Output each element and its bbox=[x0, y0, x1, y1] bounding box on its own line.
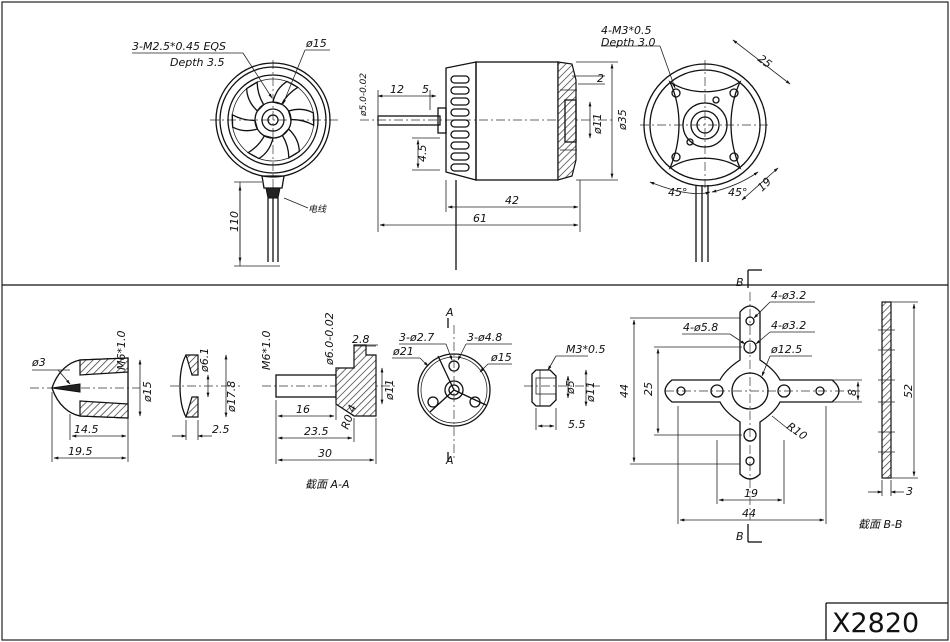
mount-44-vertical: 44 bbox=[618, 384, 631, 398]
mount-h-4-3-2b: 4-ø3.2 bbox=[771, 319, 806, 332]
rear-angle-45a: 45° bbox=[668, 186, 688, 199]
wire-label: 电线 bbox=[308, 204, 327, 215]
dim-2: 2 bbox=[597, 72, 604, 85]
spinner-d3: ø3 bbox=[31, 356, 46, 369]
mount-h-4-5-8: 4-ø5.8 bbox=[683, 321, 718, 334]
stator-slot bbox=[450, 141, 470, 150]
dim-d11: ø11 bbox=[591, 113, 604, 135]
front-depth-note: Depth 3.5 bbox=[170, 56, 225, 69]
front-spoke bbox=[246, 135, 274, 160]
mount-19: 19 bbox=[744, 487, 758, 500]
front-thread-note: 3-M2.5*0.45 EQS bbox=[132, 40, 226, 53]
washer-2-5: 2.5 bbox=[212, 423, 230, 436]
dim-5: 5 bbox=[422, 83, 429, 96]
model-number: X2820 bbox=[832, 608, 919, 639]
washer-part: ø6.1 ø17.8 2.5 bbox=[170, 348, 240, 440]
adapter-30: 30 bbox=[318, 447, 332, 460]
adapter-16: 16 bbox=[296, 403, 310, 416]
nut-d11: ø11 bbox=[584, 381, 597, 403]
front-spoke bbox=[272, 80, 300, 105]
mount-25: 25 bbox=[642, 382, 655, 396]
mount-h-12-5: ø12.5 bbox=[770, 343, 802, 356]
prop-adapter-part: M6*1.0 ø6.0-0.02 2.8 ø11 16 23.5 30 R0.4… bbox=[260, 312, 398, 491]
motor-front-view: 110 3-M2.5*0.45 EQS Depth 3.5 ø15 电线 bbox=[132, 37, 340, 267]
hub-a-bottom: A bbox=[445, 454, 454, 467]
rear-thread-note: 4-M3*0.5 bbox=[601, 24, 651, 37]
spinner-14-5: 14.5 bbox=[74, 423, 99, 436]
spinner-part: ø3 M6*1.0 ø15 14.5 19.5 bbox=[30, 331, 154, 462]
rear-angle-45b: 45° bbox=[728, 186, 748, 199]
dim-12: 12 bbox=[390, 83, 404, 96]
mount-side-52: 52 bbox=[902, 384, 915, 398]
front-spoke bbox=[246, 81, 265, 112]
hub-holes-small: 3-ø2.7 bbox=[399, 331, 434, 344]
shaft-dia: ø5.0-0.02 bbox=[359, 73, 369, 117]
nut-m3: M3*0.5 bbox=[566, 343, 605, 356]
washer-d6-1: ø6.1 bbox=[198, 348, 211, 373]
adapter-2-8: 2.8 bbox=[352, 333, 370, 346]
front-dia-15: ø15 bbox=[305, 37, 327, 50]
dim-4-5: 4.5 bbox=[416, 145, 429, 163]
stator-slot bbox=[450, 130, 470, 139]
hub-a-top: A bbox=[445, 306, 454, 319]
front-height-110: 110 bbox=[228, 211, 241, 232]
mount-side-3: 3 bbox=[906, 485, 913, 498]
rear-depth-note: Depth 3.0 bbox=[601, 36, 656, 49]
stator-slot bbox=[450, 97, 470, 106]
washer-d17-8: ø17.8 bbox=[225, 381, 238, 413]
adapter-d11: ø11 bbox=[383, 379, 396, 401]
stator-slot bbox=[450, 119, 470, 128]
nut-d5: ø5 bbox=[564, 380, 577, 395]
stator-slot bbox=[450, 75, 470, 84]
mount-r10: R10 bbox=[784, 420, 809, 443]
stator-slot bbox=[450, 163, 470, 172]
front-spoke bbox=[281, 128, 300, 159]
mount-side-section: 52 3 bbox=[868, 301, 918, 498]
spinner-m6: M6*1.0 bbox=[115, 331, 128, 370]
mount-44-horizontal: 44 bbox=[742, 507, 756, 520]
adapter-d6: ø6.0-0.02 bbox=[323, 312, 336, 366]
motor-rear-view: 4-M3*0.5 Depth 3.0 25 45° 45° 19 bbox=[601, 24, 791, 262]
nut-5-5: 5.5 bbox=[568, 418, 586, 431]
rear-dim-25: 25 bbox=[755, 52, 774, 71]
dim-42: 42 bbox=[505, 194, 519, 207]
nut-part: M3*0.5 ø5 ø11 5.5 bbox=[524, 343, 605, 431]
front-spoke bbox=[287, 108, 315, 127]
motor-side-view: 61 42 12 5 4.5 ø5.0-0.02 2 ø11 ø35 bbox=[359, 61, 629, 270]
spinner-d15: ø15 bbox=[141, 381, 154, 403]
stator-slot bbox=[450, 86, 470, 95]
adapter-23-5: 23.5 bbox=[304, 425, 329, 438]
x-mount-part: B B 4-ø3.2 4-ø5.8 4-ø3.2 ø12.5 44 25 8 R… bbox=[618, 269, 902, 543]
mount-section-label: 截面 B-B bbox=[858, 518, 902, 531]
front-spoke bbox=[231, 113, 259, 132]
hub-d21: ø21 bbox=[392, 345, 414, 358]
hub-holes-big: 3-ø4.8 bbox=[467, 331, 502, 344]
adapter-m6: M6*1.0 bbox=[260, 331, 273, 370]
mount-h-4-3-2a: 4-ø3.2 bbox=[771, 289, 806, 302]
hub-d15: ø15 bbox=[490, 351, 512, 364]
hub-part: A A 3-ø2.7 3-ø4.8 ø21 ø15 bbox=[392, 306, 512, 467]
mount-8: 8 bbox=[846, 389, 859, 396]
stator-slot bbox=[450, 152, 470, 161]
spinner-19-5: 19.5 bbox=[68, 445, 93, 458]
mount-b-top: B bbox=[736, 276, 744, 289]
stator-slot bbox=[450, 108, 470, 117]
mount-b-bottom: B bbox=[736, 530, 744, 543]
dim-61: 61 bbox=[473, 212, 487, 225]
rear-dim-19: 19 bbox=[755, 175, 774, 194]
adapter-section-label: 截面 A-A bbox=[305, 478, 350, 491]
dim-d35: ø35 bbox=[616, 109, 629, 131]
